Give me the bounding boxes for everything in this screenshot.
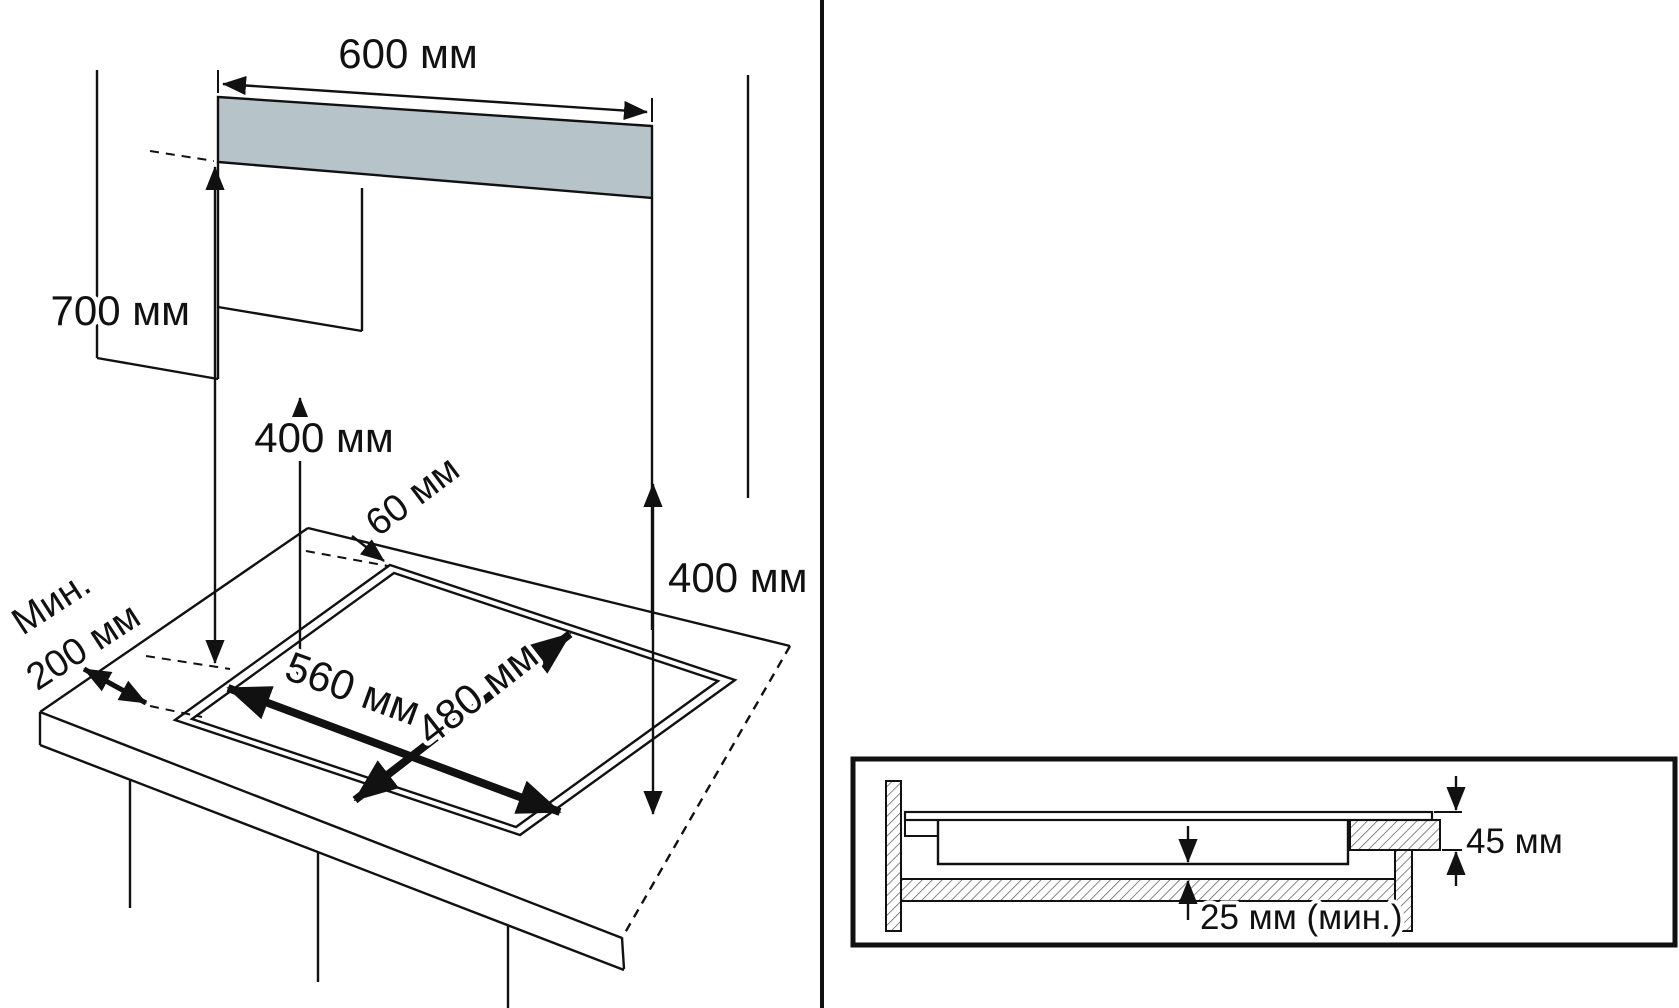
hob-left-bracket	[904, 820, 938, 837]
hob-glass-top	[903, 810, 1434, 822]
counter-edge-line	[39, 743, 625, 972]
isometric-view: 600 мм 700 мм 400 мм	[0, 26, 812, 1008]
counter-edge-line	[620, 937, 626, 970]
counter-hidden-edge-line	[620, 645, 792, 939]
dim-label-hood-width: 600 мм	[338, 30, 478, 77]
reference-dashed-line	[149, 150, 215, 162]
dimension-line	[222, 75, 648, 121]
counter-edge-line	[39, 710, 623, 940]
label-backing	[248, 417, 400, 461]
hob-body	[936, 820, 1350, 866]
worktop-edge	[1349, 819, 1441, 851]
dim-label-surface-to-hood: 400 мм	[254, 414, 394, 461]
dim-label-cutout-width: 560 мм	[279, 642, 426, 734]
reference-dashed-line	[149, 705, 203, 718]
wall-edge-line	[217, 305, 363, 333]
counter-edge-line	[307, 526, 791, 648]
wall-edge-line	[96, 356, 219, 381]
dim-label-right-clearance: 400 мм	[668, 554, 808, 601]
cutout-outer-rim	[172, 563, 738, 837]
dim-label-clearance-below: 25 мм (мин.)	[1200, 898, 1402, 937]
reference-dashed-line	[145, 655, 231, 670]
dim-label-cutout-depth: 480 мм	[408, 631, 547, 754]
reference-dashed-line	[305, 550, 389, 567]
dim-side-clearance: Мин. 200 мм	[0, 558, 203, 718]
dim-clearance-below: 25 мм (мин.)	[1178, 826, 1406, 941]
cabinet-side-wall	[885, 780, 902, 932]
countertop	[38, 526, 792, 1008]
dim-hob-depth: 45 мм	[1434, 776, 1567, 886]
dim-label-back-offset: 60 мм	[358, 448, 467, 545]
worktop-cutout	[172, 563, 738, 837]
dim-label-counter-to-hood: 700 мм	[51, 287, 191, 334]
dimension-arrow	[352, 630, 573, 804]
hood-front-panel	[216, 95, 654, 200]
dim-label-hob-depth: 45 мм	[1466, 822, 1563, 861]
cutout-inner-rim	[189, 571, 721, 829]
dim-surface-to-hood: 400 мм	[248, 397, 400, 682]
dimension-arrow	[351, 535, 385, 562]
dimension-arrow	[82, 666, 148, 706]
section-view: 45 мм 25 мм (мин.)	[850, 756, 1678, 948]
counter-edge-line	[39, 527, 309, 713]
dim-right-clearance: 400 мм	[643, 483, 812, 815]
section-frame	[850, 756, 1678, 948]
dim-counter-to-hood: 700 мм	[46, 150, 231, 670]
dim-hood-width: 600 мм	[217, 26, 653, 122]
